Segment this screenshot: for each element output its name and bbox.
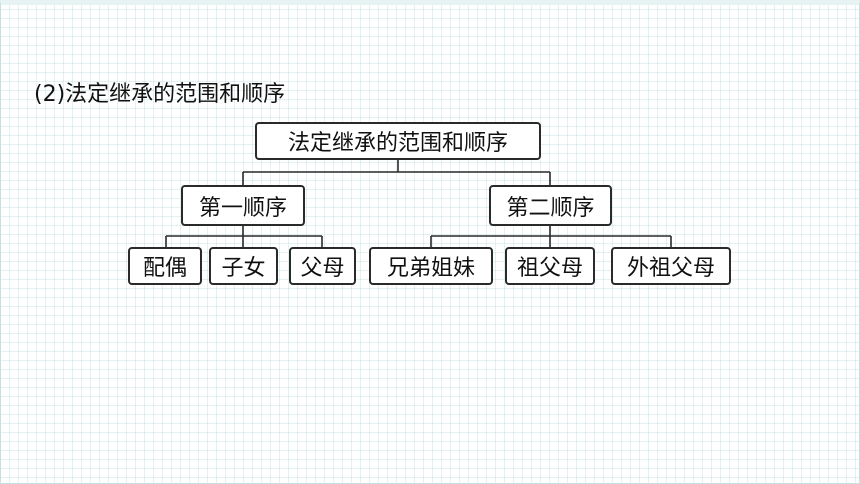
first-order-node: 第一顺序 <box>181 185 305 226</box>
section-heading: (2)法定继承的范围和顺序 <box>34 82 286 107</box>
root-node: 法定继承的范围和顺序 <box>255 122 541 160</box>
grandparents-node: 祖父母 <box>505 247 595 285</box>
spouse-node: 配偶 <box>128 247 202 285</box>
siblings-node: 兄弟姐妹 <box>369 247 493 285</box>
parents-node: 父母 <box>289 247 356 285</box>
maternal-grandparents-node: 外祖父母 <box>611 247 731 285</box>
second-order-node: 第二顺序 <box>489 185 612 226</box>
children-node: 子女 <box>209 247 278 285</box>
